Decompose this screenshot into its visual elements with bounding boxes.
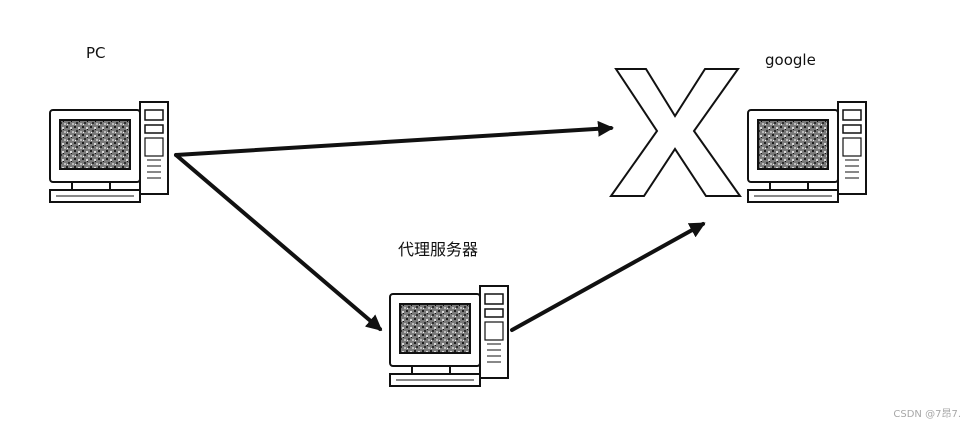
pc-to-google-arrow [174,120,614,157]
google-computer-icon [747,101,867,203]
watermark-text: CSDN @7昂7. [893,409,961,420]
proxy-server-label: 代理服务器 [398,240,479,259]
pc-to-proxy-arrow [174,153,383,331]
proxy-to-google-arrow [510,222,706,332]
proxy-server-computer-icon [389,285,509,387]
pc-label: PC [86,44,106,62]
blocked-x-icon [609,68,742,197]
google-label: google [765,51,816,69]
pc-computer-icon [49,101,169,203]
